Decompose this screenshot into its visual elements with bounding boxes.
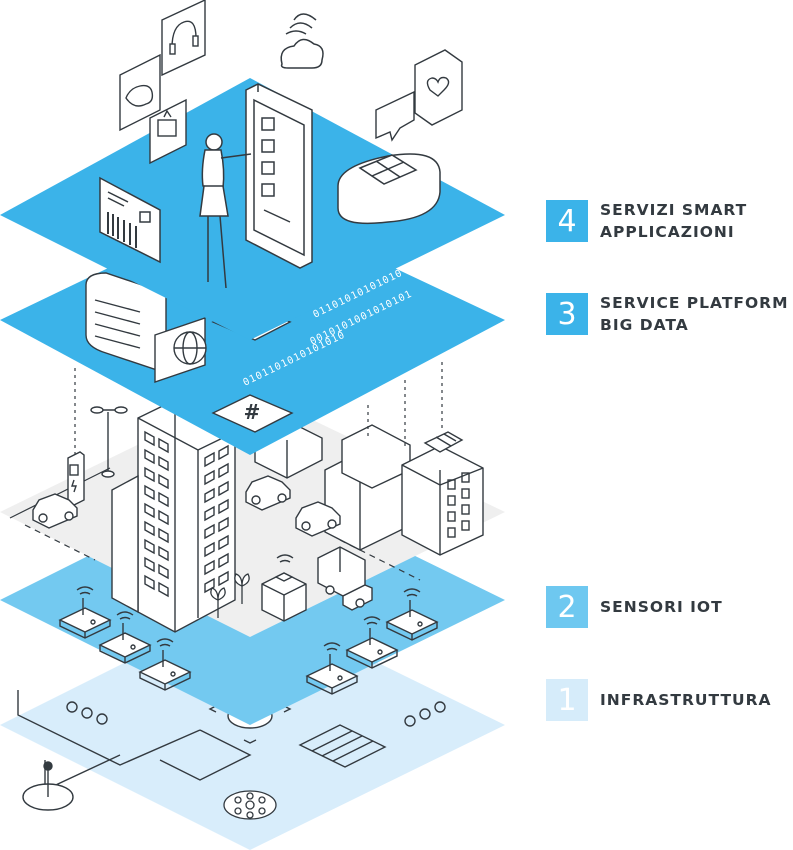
window <box>461 520 470 531</box>
iot-sensor-icon <box>58 586 112 639</box>
legend-label: INFRASTRUTTURA <box>600 689 772 711</box>
hashtag-icon: # <box>211 394 294 433</box>
headphones-icon <box>161 0 206 77</box>
ev-charger-icon <box>67 451 85 507</box>
globe-icon <box>173 331 207 365</box>
window <box>158 491 169 508</box>
game-controller-icon <box>119 53 161 132</box>
iot-sensor-icon <box>98 611 152 664</box>
window <box>204 559 215 576</box>
window <box>158 437 169 454</box>
trees <box>210 573 250 618</box>
legend-line: SENSORI IOT <box>600 598 723 616</box>
legend-line: SERVIZI SMART <box>600 201 748 219</box>
legend-item-service-platform: 3 SERVICE PLATFORM BIG DATA <box>546 292 789 336</box>
window <box>144 484 155 501</box>
legend-line: BIG DATA <box>600 316 689 334</box>
heart-message-icon <box>414 49 463 126</box>
office-building <box>111 399 236 633</box>
iot-sensor-icon <box>305 642 359 695</box>
window <box>144 466 155 483</box>
legend-label: SENSORI IOT <box>600 596 723 618</box>
window <box>144 502 155 519</box>
iot-sensor-icon <box>345 616 399 669</box>
tv-icon <box>149 98 187 165</box>
window <box>218 462 229 479</box>
window <box>158 455 169 472</box>
legend-label: SERVICE PLATFORM BIG DATA <box>600 292 789 336</box>
car-icon <box>32 493 78 529</box>
window <box>204 541 215 558</box>
smartwatch-icon <box>337 153 441 225</box>
map-pin-icon <box>22 761 74 811</box>
window <box>204 469 215 486</box>
window <box>144 556 155 573</box>
wifi-cloud-icon <box>280 13 324 69</box>
window <box>144 520 155 537</box>
window <box>204 577 215 594</box>
window <box>158 581 169 598</box>
layer-smart-services <box>0 0 505 340</box>
window <box>144 574 155 591</box>
window <box>218 570 229 587</box>
window <box>204 523 215 540</box>
truck-icon <box>317 546 373 611</box>
window <box>158 545 169 562</box>
car-icon <box>295 501 341 537</box>
window <box>461 504 470 515</box>
legend-line: SERVICE PLATFORM <box>600 294 789 312</box>
iot-box-icon <box>261 554 307 622</box>
window <box>218 480 229 497</box>
window <box>204 451 215 468</box>
window <box>447 511 456 522</box>
window <box>158 473 169 490</box>
network-hub-icon <box>223 790 277 820</box>
window <box>447 495 456 506</box>
badge-3: 3 <box>546 293 588 335</box>
window <box>447 479 456 490</box>
barcode-card-icon <box>99 176 161 264</box>
legend-label: SERVIZI SMART APPLICAZIONI <box>600 199 747 243</box>
svg-text:#: # <box>244 400 261 424</box>
apartment-buildings <box>324 424 484 556</box>
badge-4: 4 <box>546 200 588 242</box>
window <box>218 516 229 533</box>
legend-line: APPLICAZIONI <box>600 223 735 241</box>
window <box>144 448 155 465</box>
chat-bubble-icon <box>375 90 415 142</box>
solar-panel-icon <box>423 431 464 453</box>
badge-2: 2 <box>546 586 588 628</box>
window <box>158 527 169 544</box>
window <box>461 488 470 499</box>
window <box>218 552 229 569</box>
window <box>218 534 229 551</box>
iot-sensor-icon <box>138 638 192 691</box>
legend-item-infrastructure: 1 INFRASTRUTTURA <box>546 679 772 721</box>
cars <box>32 475 341 537</box>
window <box>461 472 470 483</box>
smartphone <box>245 83 313 269</box>
window <box>144 538 155 555</box>
window <box>218 444 229 461</box>
woman-figure <box>199 133 252 289</box>
car-icon <box>245 475 291 511</box>
iot-sensor-icon <box>385 588 439 641</box>
window <box>158 509 169 526</box>
legend-item-smart-services: 4 SERVIZI SMART APPLICAZIONI <box>546 199 747 243</box>
street-lamp-icon <box>90 406 128 478</box>
window <box>204 505 215 522</box>
badge-1: 1 <box>546 679 588 721</box>
legend-item-iot-sensors: 2 SENSORI IOT <box>546 586 723 628</box>
window <box>144 430 155 447</box>
window <box>447 527 456 538</box>
window <box>158 563 169 580</box>
legend-line: INFRASTRUTTURA <box>600 691 772 709</box>
window <box>204 487 215 504</box>
window <box>218 498 229 515</box>
